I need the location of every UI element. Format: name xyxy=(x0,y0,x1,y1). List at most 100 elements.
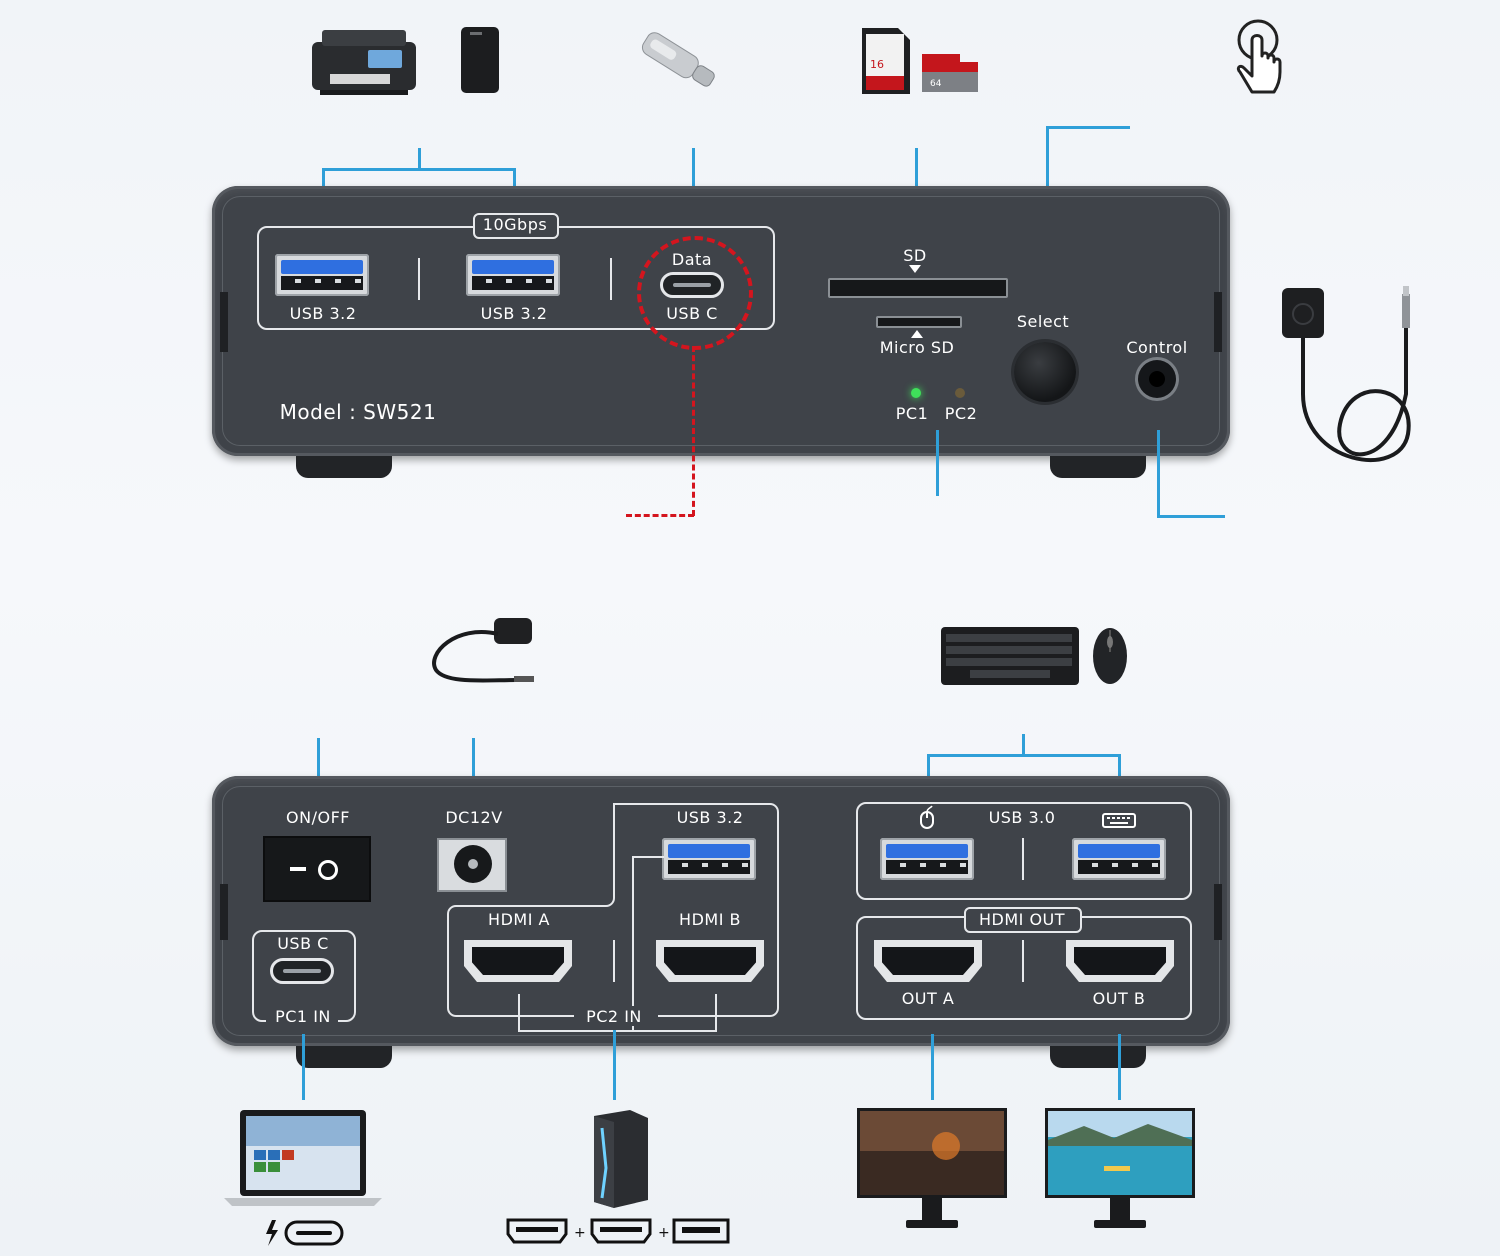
microsd-card-slot[interactable] xyxy=(876,316,962,328)
leader-line xyxy=(302,1034,305,1100)
laptop-icon xyxy=(224,1110,382,1206)
highlight-line-horizontal xyxy=(626,514,694,517)
monitor-a-icon xyxy=(857,1108,1007,1228)
back-usb-c-label: USB C xyxy=(277,934,329,953)
sd-label: SD xyxy=(903,246,927,265)
front-usb-a-label-2: USB 3.2 xyxy=(480,304,548,323)
hdmi-out-a-port[interactable] xyxy=(874,940,982,982)
hdmi-hdmi-usb-icon: + + xyxy=(506,1218,730,1244)
back-usb32-label: USB 3.2 xyxy=(676,808,744,827)
keyboard-icon xyxy=(941,627,1079,685)
leader-line xyxy=(1157,515,1225,518)
remote-control-icon xyxy=(1282,286,1411,462)
model-label: Model : SW521 xyxy=(279,400,437,424)
mouse-small-icon xyxy=(920,805,934,829)
control-label: Control xyxy=(1126,338,1188,357)
hdmi-out-label: HDMI OUT xyxy=(978,910,1066,929)
svg-text:16: 16 xyxy=(870,58,884,71)
highlight-circle xyxy=(637,236,753,350)
hdmi-a-label: HDMI A xyxy=(488,910,550,929)
pc2-led xyxy=(955,388,965,398)
sd-card-icon: 16 xyxy=(862,28,910,94)
select-label: Select xyxy=(1016,312,1070,331)
power-adapter-icon xyxy=(432,618,534,683)
svg-text:64: 64 xyxy=(930,79,942,89)
leader-line xyxy=(418,148,421,170)
power-switch[interactable] xyxy=(265,838,369,900)
pc1-in-label-bg xyxy=(266,1008,338,1028)
front-foot-right xyxy=(1050,456,1146,478)
dc-power-jack-pin xyxy=(468,859,478,869)
pc1-led xyxy=(911,388,921,398)
microsd-arrow-icon xyxy=(911,330,923,338)
leader-line xyxy=(1157,430,1160,518)
front-side-tab-right xyxy=(1214,292,1222,352)
separator xyxy=(613,940,615,982)
back-side-tab-right xyxy=(1214,884,1222,940)
bandwidth-label: 10Gbps xyxy=(482,215,548,234)
separator xyxy=(610,258,612,300)
leader-line xyxy=(927,754,1121,757)
out-b-label: OUT B xyxy=(1092,989,1146,1008)
hdmi-b-input-port[interactable] xyxy=(656,940,764,982)
sd-card-slot[interactable] xyxy=(828,278,1008,298)
leader-line xyxy=(1046,126,1130,129)
power-switch-on-mark xyxy=(318,860,338,880)
printer-icon xyxy=(312,30,416,95)
power-switch-off-mark xyxy=(290,867,306,871)
microsd-label: Micro SD xyxy=(879,338,955,357)
select-button[interactable] xyxy=(1014,342,1076,402)
dc-label: DC12V xyxy=(445,808,503,827)
out-a-label: OUT A xyxy=(901,989,955,1008)
back-foot-left xyxy=(296,1046,392,1068)
front-usb-a-label-1: USB 3.2 xyxy=(289,304,357,323)
hdmi-a-input-port[interactable] xyxy=(464,940,572,982)
desktop-pc-icon xyxy=(594,1110,648,1208)
back-side-tab-left xyxy=(220,884,228,940)
usb-flash-drive-icon xyxy=(641,32,715,87)
keyboard-usb-port[interactable] xyxy=(1072,838,1166,880)
pc1-in-label: PC1 IN xyxy=(275,1007,331,1026)
bandwidth-badge xyxy=(473,213,559,239)
leader-line xyxy=(1118,1034,1121,1100)
leader-line xyxy=(613,1030,616,1100)
back-usb30-label: USB 3.0 xyxy=(988,808,1056,827)
leader-line xyxy=(931,1034,934,1100)
separator xyxy=(1022,838,1024,880)
touch-hand-icon xyxy=(1236,19,1282,94)
sd-arrow-icon xyxy=(909,265,921,273)
front-side-tab-left xyxy=(220,292,228,352)
hdmi-b-label: HDMI B xyxy=(679,910,741,929)
pc2-bracket-usb xyxy=(632,856,664,1032)
leader-line xyxy=(915,148,918,216)
pc2-in-label: PC2 IN xyxy=(586,1007,642,1026)
front-foot-left xyxy=(296,456,392,478)
monitor-b-icon xyxy=(1045,1108,1195,1228)
separator xyxy=(418,258,420,300)
svg-text:+: + xyxy=(574,1225,586,1241)
thunderbolt-usb-c-icon xyxy=(266,1220,344,1246)
front-usb-a-port-2[interactable] xyxy=(466,254,560,296)
front-usb-a-port-1[interactable] xyxy=(275,254,369,296)
hdmi-out-b-port[interactable] xyxy=(1066,940,1174,982)
external-drive-icon xyxy=(461,27,499,93)
leader-line xyxy=(1022,734,1025,756)
separator xyxy=(1022,940,1024,982)
back-foot-right xyxy=(1050,1046,1146,1068)
pc1-label: PC1 xyxy=(895,404,929,423)
pc1-usb-c-port[interactable] xyxy=(270,958,334,984)
hdmi-out-badge xyxy=(964,907,1082,933)
pc2-usb-b-port[interactable] xyxy=(662,838,756,880)
kvm-usb-group xyxy=(856,802,1192,900)
svg-text:+: + xyxy=(658,1225,670,1241)
onoff-label: ON/OFF xyxy=(286,808,350,827)
highlight-line-vertical xyxy=(692,346,695,516)
leader-line xyxy=(317,738,320,804)
leader-line xyxy=(936,430,939,496)
mouse-usb-port[interactable] xyxy=(880,838,974,880)
pc2-input-group xyxy=(447,803,779,1017)
leader-line xyxy=(472,738,475,804)
pc2-label: PC2 xyxy=(944,404,978,423)
mouse-icon xyxy=(1093,628,1127,684)
pc2-in-label-bg xyxy=(574,1006,658,1026)
